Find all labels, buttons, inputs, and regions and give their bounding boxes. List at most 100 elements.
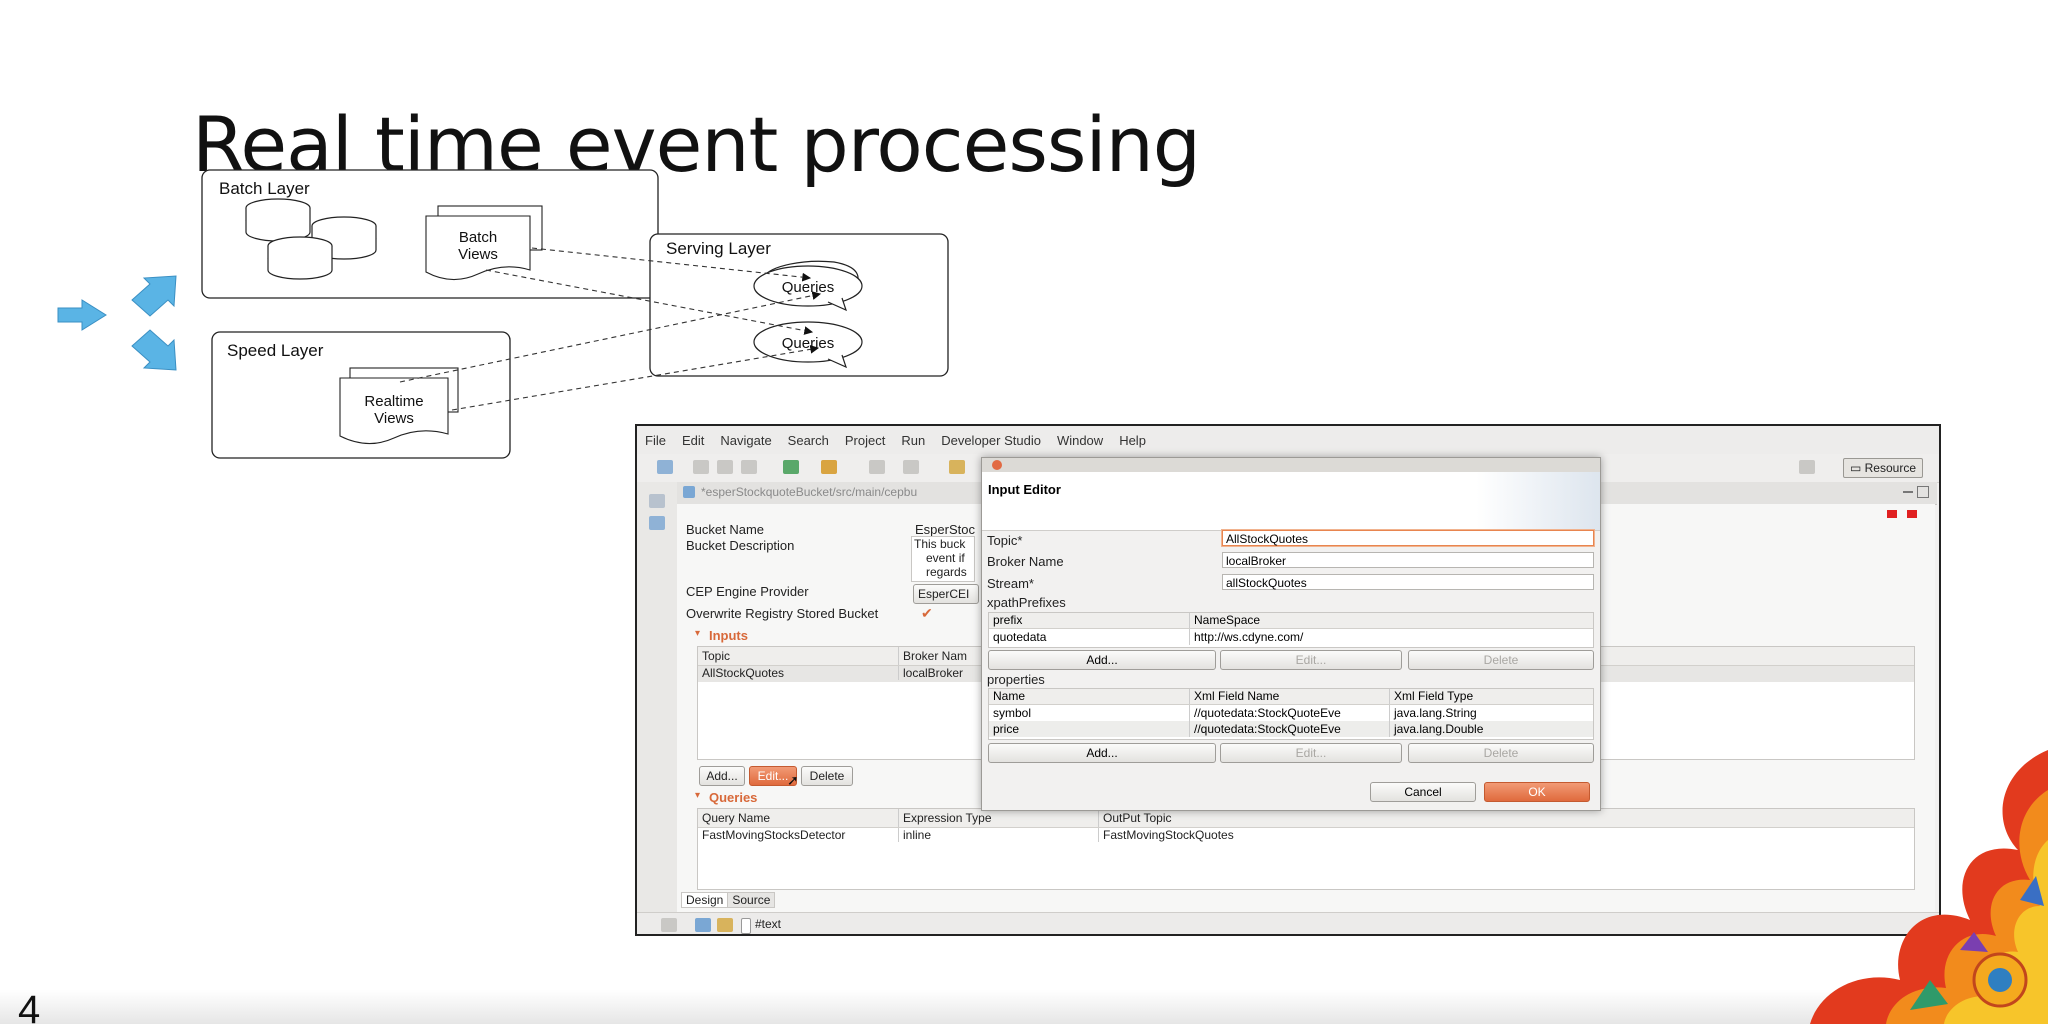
xml-field-type-cell: java.lang.Double	[1389, 721, 1483, 737]
column-header-xml-field-type[interactable]: Xml Field Type	[1389, 689, 1473, 704]
data-flow-connectors	[399, 247, 822, 411]
maximize-icon[interactable]	[1917, 486, 1929, 498]
queries-table-header: Query Name Expression Type OutPut Topic	[698, 809, 1914, 828]
table-row[interactable]: price //quotedata:StockQuoteEve java.lan…	[989, 721, 1593, 737]
cancel-button[interactable]: Cancel	[1370, 782, 1476, 802]
database-icon	[245, 198, 377, 280]
bottom-shade	[0, 990, 2048, 1024]
property-name-cell: symbol	[993, 706, 1032, 720]
topic-input[interactable]: AllStockQuotes	[1222, 530, 1594, 546]
navigate-forward-icon[interactable]	[903, 460, 919, 474]
navigate-back-icon[interactable]	[869, 460, 885, 474]
save-icon[interactable]	[693, 460, 709, 474]
overwrite-registry-checkbox[interactable]: ✔	[921, 605, 933, 621]
open-perspective-icon[interactable]	[1799, 460, 1815, 474]
queries-table: Query Name Expression Type OutPut Topic …	[697, 808, 1915, 890]
menu-run[interactable]: Run	[901, 432, 926, 448]
tab-source[interactable]: Source	[728, 893, 775, 907]
menu-project[interactable]: Project	[844, 432, 886, 448]
bucket-description-label: Bucket Description	[686, 538, 795, 553]
left-side-strip	[637, 482, 678, 912]
table-row[interactable]: FastMovingStocksDetector inline FastMovi…	[698, 828, 1914, 844]
dialog-title: Input Editor	[988, 482, 1061, 497]
error-marker-icon	[1887, 510, 1897, 518]
table-row[interactable]: symbol //quotedata:StockQuoteEve java.la…	[989, 705, 1593, 721]
print-icon[interactable]	[741, 460, 757, 474]
collapse-inputs-icon[interactable]: ▾	[695, 628, 701, 639]
minimize-icon[interactable]	[1903, 491, 1913, 493]
menu-window[interactable]: Window	[1056, 432, 1104, 448]
properties-add-button[interactable]: Add...	[988, 743, 1216, 763]
editor-tab-title: *esperStockquoteBucket/src/main/cepbu	[701, 485, 918, 499]
history-icon[interactable]	[949, 460, 965, 474]
run-icon[interactable]	[783, 460, 799, 474]
column-header-prefix[interactable]: prefix	[993, 613, 1023, 627]
menu-edit[interactable]: Edit	[681, 432, 705, 448]
xml-field-type-cell: java.lang.String	[1389, 705, 1477, 721]
menu-file[interactable]: File	[645, 432, 666, 448]
input-arrow-icon	[57, 299, 107, 331]
column-header-name[interactable]: Name	[993, 689, 1026, 703]
file-icon	[683, 486, 695, 498]
error-marker-icon	[1907, 510, 1917, 518]
ok-button[interactable]: OK	[1484, 782, 1590, 802]
column-header-query-name[interactable]: Query Name	[702, 811, 771, 825]
menu-developer-studio[interactable]: Developer Studio	[941, 432, 1041, 448]
table-row[interactable]: quotedata http://ws.cdyne.com/	[989, 629, 1593, 645]
realtime-views-label-2: Views	[374, 410, 414, 427]
new-file-icon[interactable]	[657, 460, 673, 474]
collapse-queries-icon[interactable]: ▾	[695, 790, 701, 801]
tool-icon[interactable]	[821, 460, 837, 474]
monitor-icon[interactable]	[695, 918, 711, 932]
column-header-topic[interactable]: Topic	[702, 649, 731, 663]
xpath-edit-button[interactable]: Edit...	[1220, 650, 1402, 670]
xpath-prefixes-label: xpathPrefixes	[987, 595, 1066, 610]
save-all-icon[interactable]	[717, 460, 733, 474]
description-line: This buck	[914, 537, 966, 551]
menu-help[interactable]: Help	[1119, 432, 1146, 448]
xpath-delete-button[interactable]: Delete	[1408, 650, 1594, 670]
broker-name-input[interactable]: localBroker	[1222, 552, 1594, 568]
menu-search[interactable]: Search	[787, 432, 829, 448]
properties-edit-button[interactable]: Edit...	[1220, 743, 1402, 763]
lambda-architecture-diagram: Batch Layer Batch Views Serving Layer Qu…	[57, 169, 949, 459]
batch-views-label-1: Batch	[459, 229, 497, 246]
queries-label-1: Queries	[782, 279, 835, 296]
column-header-broker[interactable]: Broker Nam	[898, 647, 967, 665]
topic-cell: AllStockQuotes	[702, 666, 785, 680]
column-header-expression-type[interactable]: Expression Type	[898, 809, 992, 827]
menu-bar: File Edit Navigate Search Project Run De…	[637, 426, 1939, 455]
properties-table-header: Name Xml Field Name Xml Field Type	[989, 689, 1593, 705]
speed-layer-label: Speed Layer	[227, 341, 324, 360]
properties-table: Name Xml Field Name Xml Field Type symbo…	[988, 688, 1594, 740]
fast-view-icon[interactable]	[661, 918, 677, 932]
package-explorer-icon[interactable]	[649, 516, 665, 530]
xpath-add-button[interactable]: Add...	[988, 650, 1216, 670]
realtime-views-label-1: Realtime	[364, 393, 423, 410]
folder-icon[interactable]	[717, 918, 733, 932]
expression-type-cell: inline	[898, 828, 931, 842]
broker-name-label: Broker Name	[987, 554, 1064, 569]
inputs-edit-button[interactable]: Edit...	[749, 766, 797, 786]
tab-design[interactable]: Design	[682, 893, 729, 907]
column-header-output-topic[interactable]: OutPut Topic	[1098, 809, 1171, 827]
inputs-delete-button[interactable]: Delete	[801, 766, 853, 786]
queries-bubble-icon	[753, 260, 863, 312]
close-icon[interactable]	[992, 460, 1002, 470]
batch-views-label-2: Views	[458, 246, 498, 263]
bucket-name-value[interactable]: EsperStoc	[915, 522, 975, 537]
serving-layer-label: Serving Layer	[666, 239, 771, 258]
cep-engine-select[interactable]: EsperCEI	[913, 584, 979, 604]
stream-input[interactable]: allStockQuotes	[1222, 574, 1594, 590]
column-header-xml-field-name[interactable]: Xml Field Name	[1189, 689, 1279, 704]
queries-section-title: Queries	[709, 790, 758, 805]
restore-view-icon[interactable]	[649, 494, 665, 508]
menu-navigate[interactable]: Navigate	[720, 432, 772, 448]
properties-delete-button[interactable]: Delete	[1408, 743, 1594, 763]
perspective-resource-button[interactable]: ▭ Resource	[1842, 458, 1923, 478]
bucket-description-textarea[interactable]: This buck event if regards	[911, 536, 975, 582]
column-header-namespace[interactable]: NameSpace	[1189, 613, 1260, 628]
description-line: event if	[926, 551, 965, 565]
inputs-add-button[interactable]: Add...	[699, 766, 745, 786]
folder-icon: ▭	[1849, 461, 1862, 475]
